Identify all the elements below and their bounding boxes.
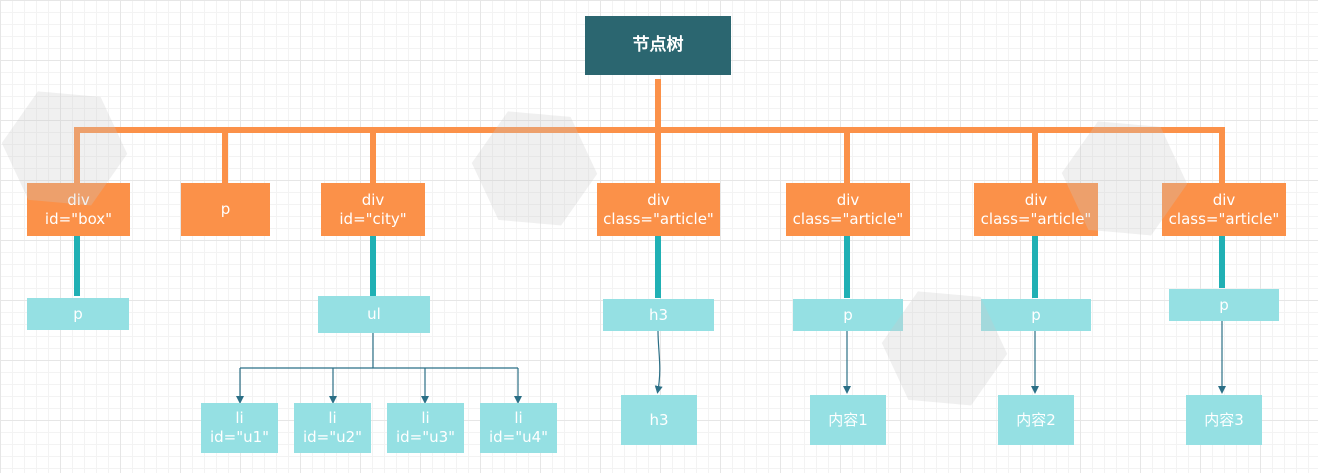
node-line1: div [67, 190, 90, 209]
node-line1: div [647, 190, 670, 209]
node-child-p-2[interactable]: p [793, 299, 903, 331]
node-line2: id="city" [339, 209, 407, 228]
node-line1: div [1024, 190, 1048, 209]
node-label: p [73, 304, 83, 323]
node-child-p-1[interactable]: p [27, 298, 129, 330]
node-line2: id="u2" [302, 428, 363, 446]
node-line1: div [836, 190, 860, 209]
node-line2: class="article" [792, 209, 904, 228]
root-node[interactable]: 节点树 [585, 16, 731, 75]
node-label: p [843, 305, 853, 324]
node-line1: div [1212, 190, 1236, 209]
node-line1: li [421, 409, 430, 427]
node-line2: class="article" [603, 209, 714, 228]
node-line1: li [328, 409, 337, 427]
node-line2: class="article" [1168, 209, 1280, 228]
node-leaf-content-2[interactable]: 内容2 [998, 395, 1074, 445]
node-li-u3[interactable]: li id="u3" [387, 403, 464, 453]
node-line1: div [361, 190, 385, 209]
node-div-city[interactable]: div id="city" [321, 183, 425, 236]
node-line2: class="article" [980, 209, 1092, 228]
node-line2: id="u4" [488, 428, 549, 446]
node-label: 内容1 [828, 410, 868, 429]
node-div-box[interactable]: div id="box" [27, 183, 130, 236]
node-li-u4[interactable]: li id="u4" [480, 403, 557, 453]
node-li-u1[interactable]: li id="u1" [201, 403, 278, 453]
node-label: p [1219, 295, 1229, 314]
node-li-u2[interactable]: li id="u2" [294, 403, 371, 453]
node-child-ul[interactable]: ul [318, 296, 430, 333]
root-label: 节点树 [632, 35, 684, 55]
node-line2: id="box" [44, 209, 113, 228]
node-child-h3[interactable]: h3 [603, 299, 714, 331]
node-div-article-3[interactable]: div class="article" [974, 183, 1098, 236]
node-p[interactable]: p [181, 183, 270, 236]
node-label: 内容2 [1016, 410, 1056, 429]
node-label: 内容3 [1204, 410, 1244, 429]
node-div-article-4[interactable]: div class="article" [1162, 183, 1286, 236]
node-child-p-4[interactable]: p [1169, 289, 1279, 321]
node-line1: li [514, 409, 523, 427]
node-line2: id="u1" [209, 428, 270, 446]
node-div-article-1[interactable]: div class="article" [597, 183, 720, 236]
node-line1: li [235, 409, 244, 427]
node-label: h3 [648, 305, 669, 324]
node-line2: id="u3" [395, 428, 456, 446]
h3-arrow [654, 330, 663, 394]
node-leaf-content-3[interactable]: 内容3 [1186, 395, 1262, 445]
node-label: h3 [649, 410, 669, 429]
node-leaf-h3[interactable]: h3 [621, 395, 697, 445]
node-child-p-3[interactable]: p [981, 299, 1091, 331]
node-label: p [1031, 305, 1041, 324]
node-div-article-2[interactable]: div class="article" [786, 183, 910, 236]
node-leaf-content-1[interactable]: 内容1 [810, 395, 886, 445]
node-label: ul [367, 305, 381, 323]
node-line1: p [220, 200, 231, 218]
